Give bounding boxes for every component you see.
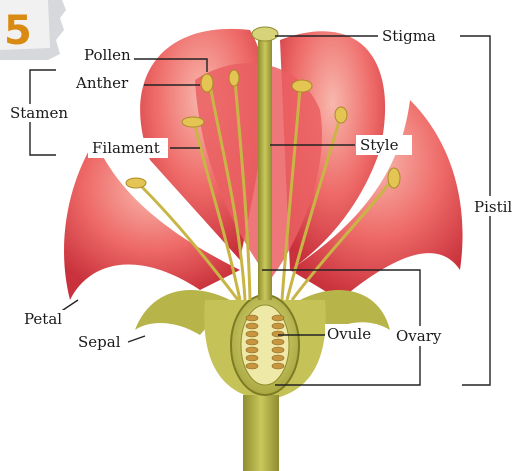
label-stigma: Stigma (382, 27, 436, 45)
label-ovule: Ovule (327, 325, 371, 343)
ovary (231, 295, 299, 395)
label-ovary: Ovary (396, 327, 442, 345)
label-filament: Filament (92, 139, 160, 157)
label-pollen: Pollen (84, 46, 131, 64)
anther (335, 107, 347, 123)
anther (292, 80, 312, 92)
anther (229, 70, 239, 86)
anther (182, 117, 204, 127)
stigma (252, 27, 278, 41)
style (258, 40, 272, 300)
page-number-badge: 5 (0, 0, 66, 60)
anther (388, 168, 400, 188)
anther (126, 178, 146, 188)
label-petal: Petal (24, 310, 62, 328)
label-anther: Anther (75, 74, 129, 92)
label-stamen: Stamen (10, 104, 68, 122)
anther (201, 74, 213, 92)
label-style: Style (360, 136, 399, 154)
label-pistil: Pistil (474, 198, 512, 216)
badge-number: 5 (4, 8, 32, 54)
label-sepal: Sepal (78, 333, 121, 351)
